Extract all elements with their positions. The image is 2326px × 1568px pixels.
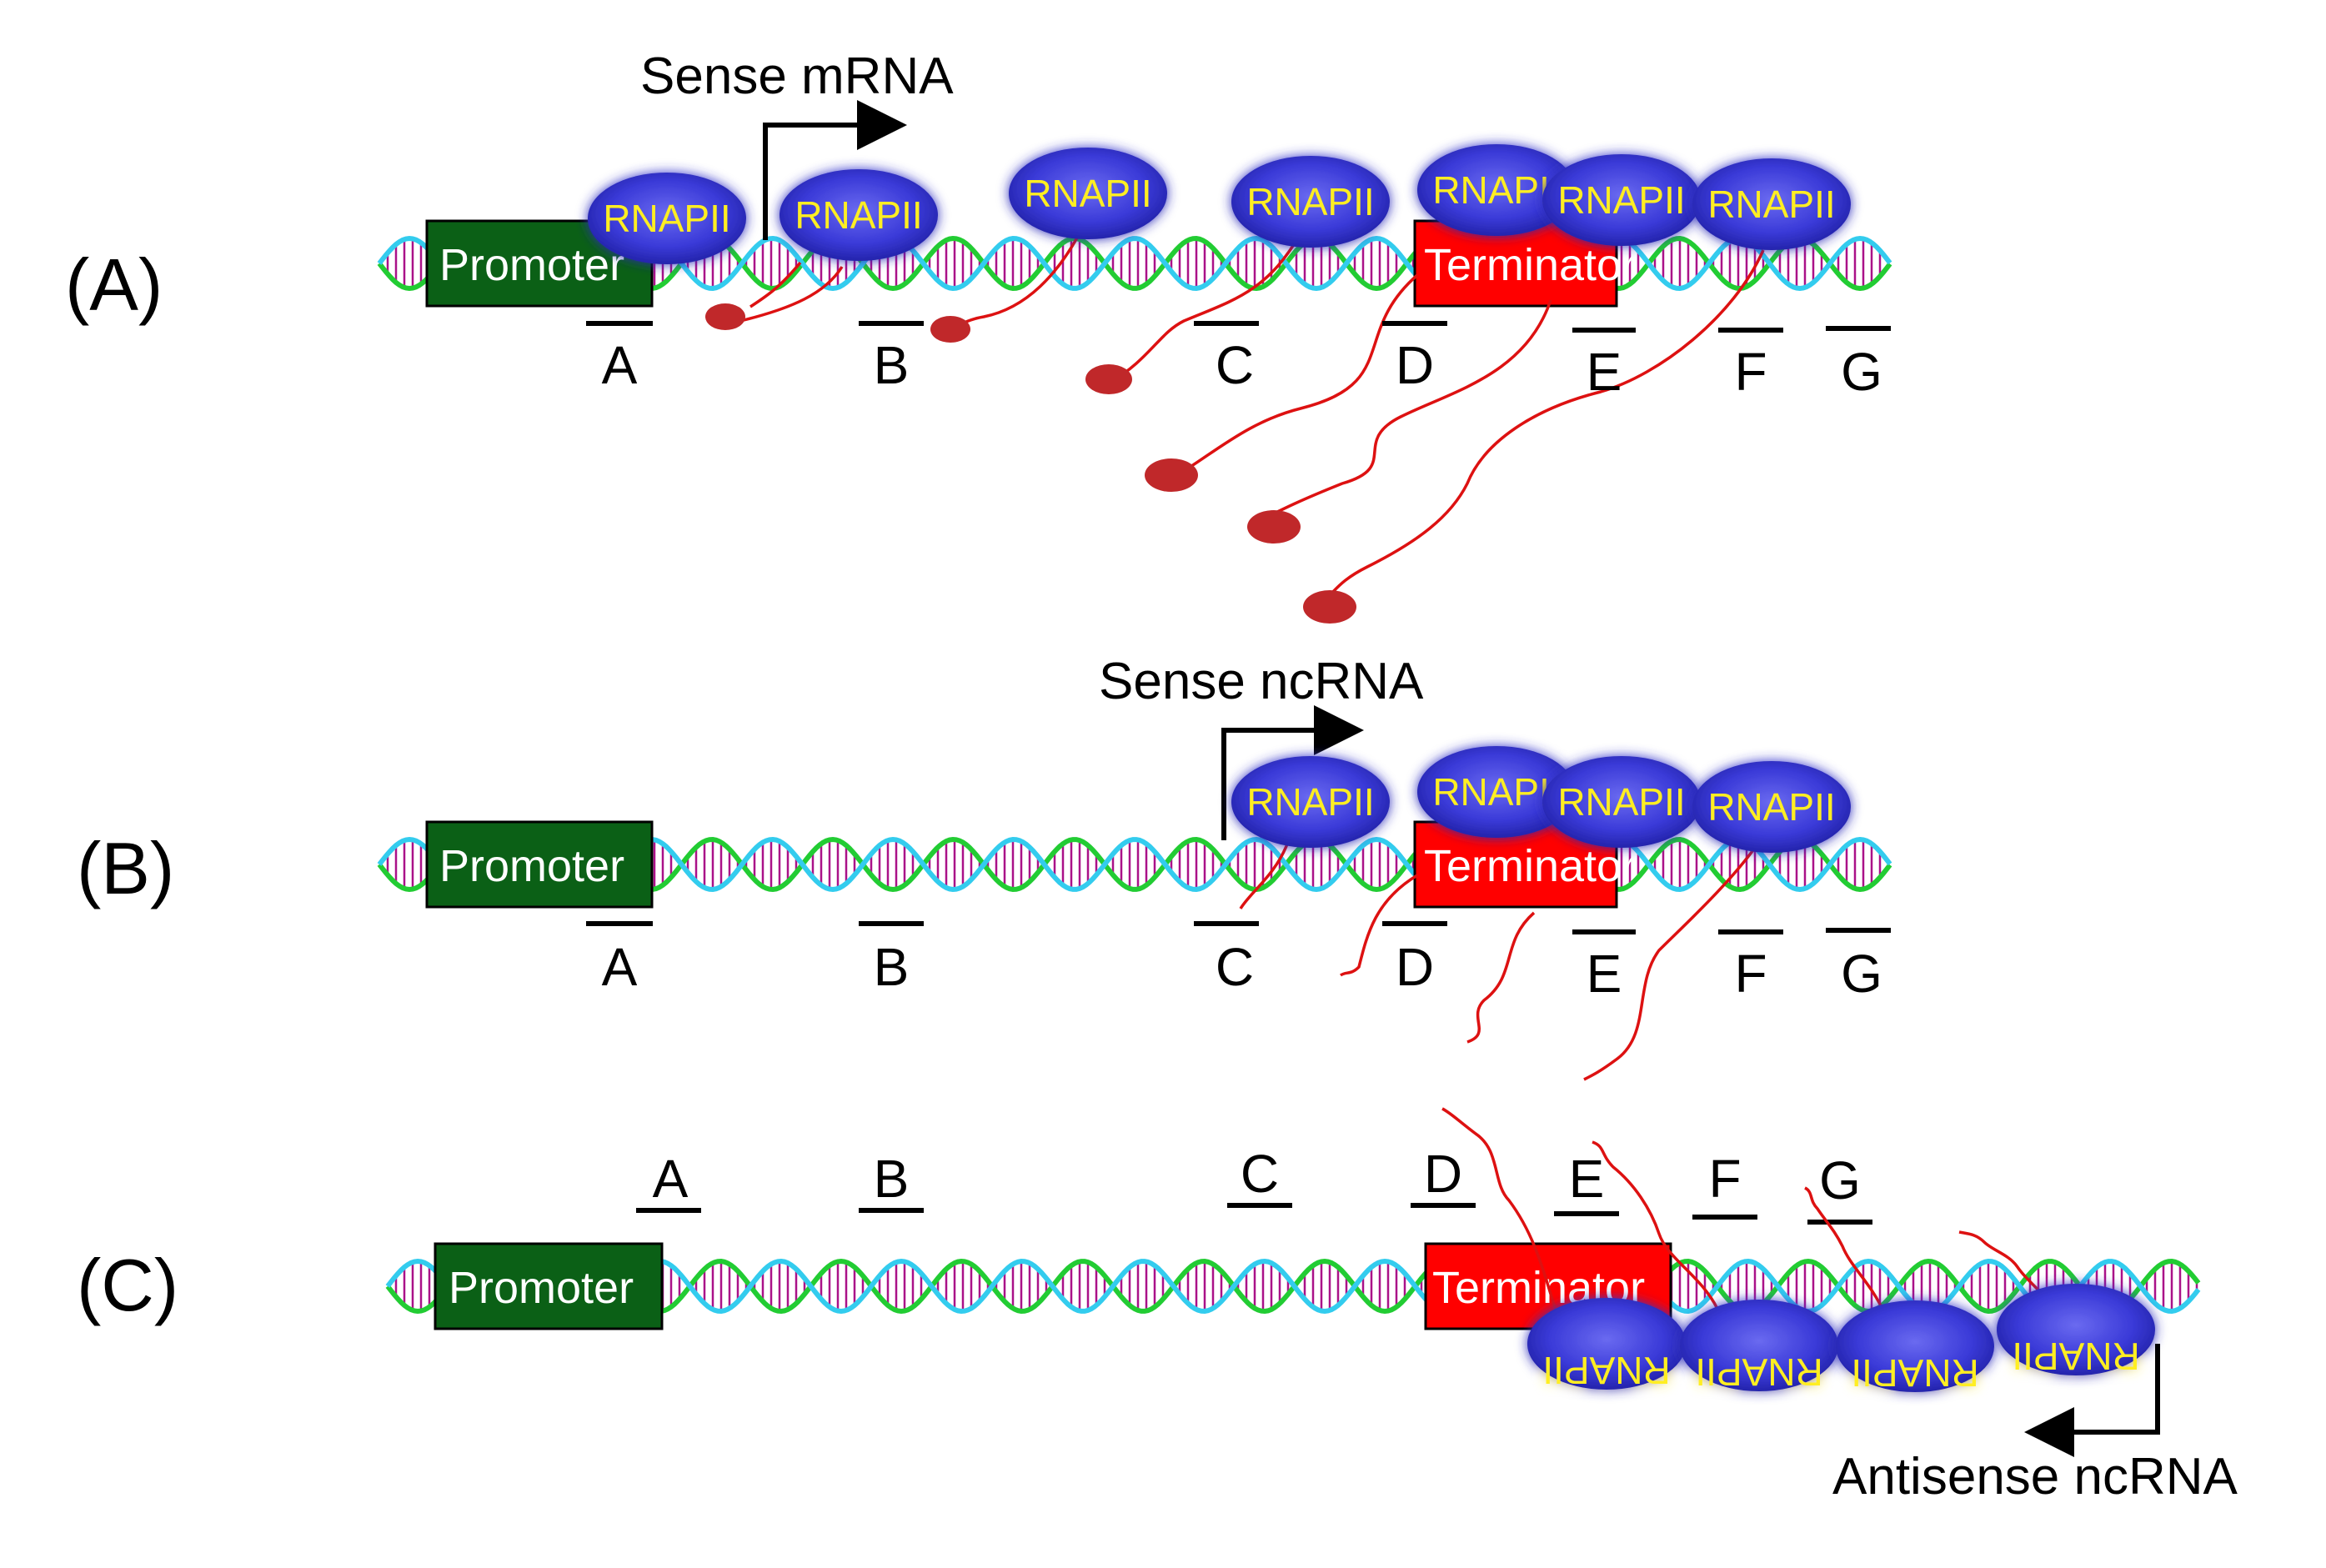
position-label: B: [874, 335, 910, 395]
promoter-box: [434, 1242, 664, 1330]
position-label: G: [1841, 342, 1882, 402]
position-label: C: [1216, 335, 1254, 395]
rna-strand: [1108, 233, 1302, 385]
promoter-label: Promoter: [449, 1263, 634, 1313]
promoter-box: [425, 820, 654, 909]
rnapii-label: RNAPII: [1557, 178, 1685, 222]
position-label: D: [1424, 1144, 1462, 1204]
rnapii-label: RNAPII: [1695, 1350, 1822, 1394]
rnapii-icon: RNAPII: [1997, 1284, 2155, 1378]
position-label: A: [602, 937, 638, 997]
rnapii-icon: RNAPII: [1417, 144, 1576, 236]
panel-b: Promoter Terminator Sense ncRNA RNAPII R…: [425, 653, 1891, 1081]
rnapii-icon: RNAPII: [1231, 756, 1390, 848]
panel-title-b: Sense ncRNA: [1099, 653, 1424, 710]
terminator-label: Terminator: [1424, 841, 1637, 891]
position-label: G: [1841, 944, 1882, 1004]
rnapii-label: RNAPII: [1707, 785, 1835, 829]
position-label: A: [602, 335, 638, 395]
rnapii-label: RNAPII: [1557, 780, 1685, 824]
panel-a: Promoter Terminator Sense mRNA RNAPII RN…: [425, 48, 1891, 624]
position-label: B: [874, 937, 910, 997]
rna-strand: [1441, 1107, 1561, 1322]
dna-strand: [385, 1258, 2201, 1315]
mrna-cap-icon: [1247, 510, 1301, 544]
panel-label-a: (A): [65, 243, 163, 326]
panel-title-a: Sense mRNA: [640, 48, 954, 105]
rna-strand: [1804, 1186, 1886, 1314]
rnapii-label: RNAPII: [1246, 780, 1374, 824]
position-label: G: [1819, 1150, 1861, 1210]
rnapii-label: RNAPII: [1432, 168, 1560, 212]
panel-title-c: Antisense ncRNA: [1832, 1448, 2238, 1505]
rnapii-label: RNAPII: [1851, 1351, 1978, 1395]
rnapii-label: RNAPII: [1024, 172, 1151, 215]
rnapii-icon: RNAPII: [1692, 158, 1851, 250]
position-label: C: [1216, 937, 1254, 997]
rnapii-label: RNAPII: [1246, 180, 1374, 223]
rna-strand: [749, 261, 802, 308]
rna-strand: [1958, 1230, 2053, 1306]
rnapii-icon: RNAPII: [1680, 1300, 1838, 1394]
rnapii-label: RNAPII: [1542, 1349, 1670, 1392]
rnapii-icon: RNAPII: [1692, 761, 1851, 853]
rna-strand: [1466, 911, 1536, 1044]
rnapii-icon: RNAPII: [1542, 756, 1701, 848]
rnapii-label: RNAPII: [1432, 770, 1560, 814]
rna-strand: [1183, 273, 1419, 473]
rnapii-label: RNAPII: [1707, 183, 1835, 226]
rna-strand: [1339, 874, 1418, 977]
mrna-cap-icon: [705, 303, 745, 330]
panel-label-c: (C): [77, 1244, 178, 1326]
terminator-label: Terminator: [1424, 240, 1637, 290]
rnapii-icon: RNAPII: [588, 173, 746, 264]
rna-strand: [739, 266, 844, 323]
rnapii-icon: RNAPII: [780, 169, 938, 261]
position-label: E: [1569, 1149, 1605, 1209]
rnapii-label: RNAPII: [795, 193, 922, 237]
rnapii-icon: RNAPII: [1542, 154, 1701, 246]
mrna-cap-icon: [1145, 458, 1198, 492]
position-label: F: [1734, 944, 1767, 1004]
rna-strand: [1316, 249, 1765, 606]
promoter-label: Promoter: [439, 240, 624, 290]
rna-strand: [1583, 840, 1761, 1081]
rnapii-icon: RNAPII: [1836, 1300, 1994, 1395]
mrna-cap-icon: [1085, 364, 1132, 394]
position-label: D: [1396, 937, 1434, 997]
rna-strand: [1258, 299, 1552, 523]
rnapii-label: RNAPII: [603, 197, 730, 240]
position-label: A: [653, 1149, 689, 1209]
position-label: C: [1241, 1144, 1279, 1204]
position-label: D: [1396, 335, 1434, 395]
rna-strand: [1592, 1140, 1719, 1310]
transcription-start-arrow-icon: [1221, 705, 1364, 840]
position-label: F: [1734, 342, 1767, 402]
panel-label-b: (B): [77, 827, 174, 909]
transcription-start-arrow-icon: [763, 100, 907, 240]
panel-c: Promoter Terminator A B C D E F G RNAPII…: [434, 1107, 2238, 1505]
mrna-cap-icon: [1303, 590, 1356, 624]
rnapii-label: RNAPII: [2012, 1335, 2139, 1378]
rnapii-icon: RNAPII: [1009, 148, 1167, 239]
rnapii-icon: RNAPII: [1417, 746, 1576, 838]
position-label: B: [874, 1149, 910, 1209]
position-label: E: [1587, 342, 1622, 402]
position-label: F: [1708, 1149, 1741, 1209]
transcription-start-arrow-icon: [2024, 1344, 2160, 1457]
position-label: E: [1587, 944, 1622, 1004]
mrna-cap-icon: [930, 316, 970, 343]
rnapii-icon: RNAPII: [1231, 156, 1390, 248]
promoter-label: Promoter: [439, 841, 624, 891]
rna-strand: [1239, 841, 1290, 909]
rnapii-icon: RNAPII: [1527, 1298, 1686, 1392]
